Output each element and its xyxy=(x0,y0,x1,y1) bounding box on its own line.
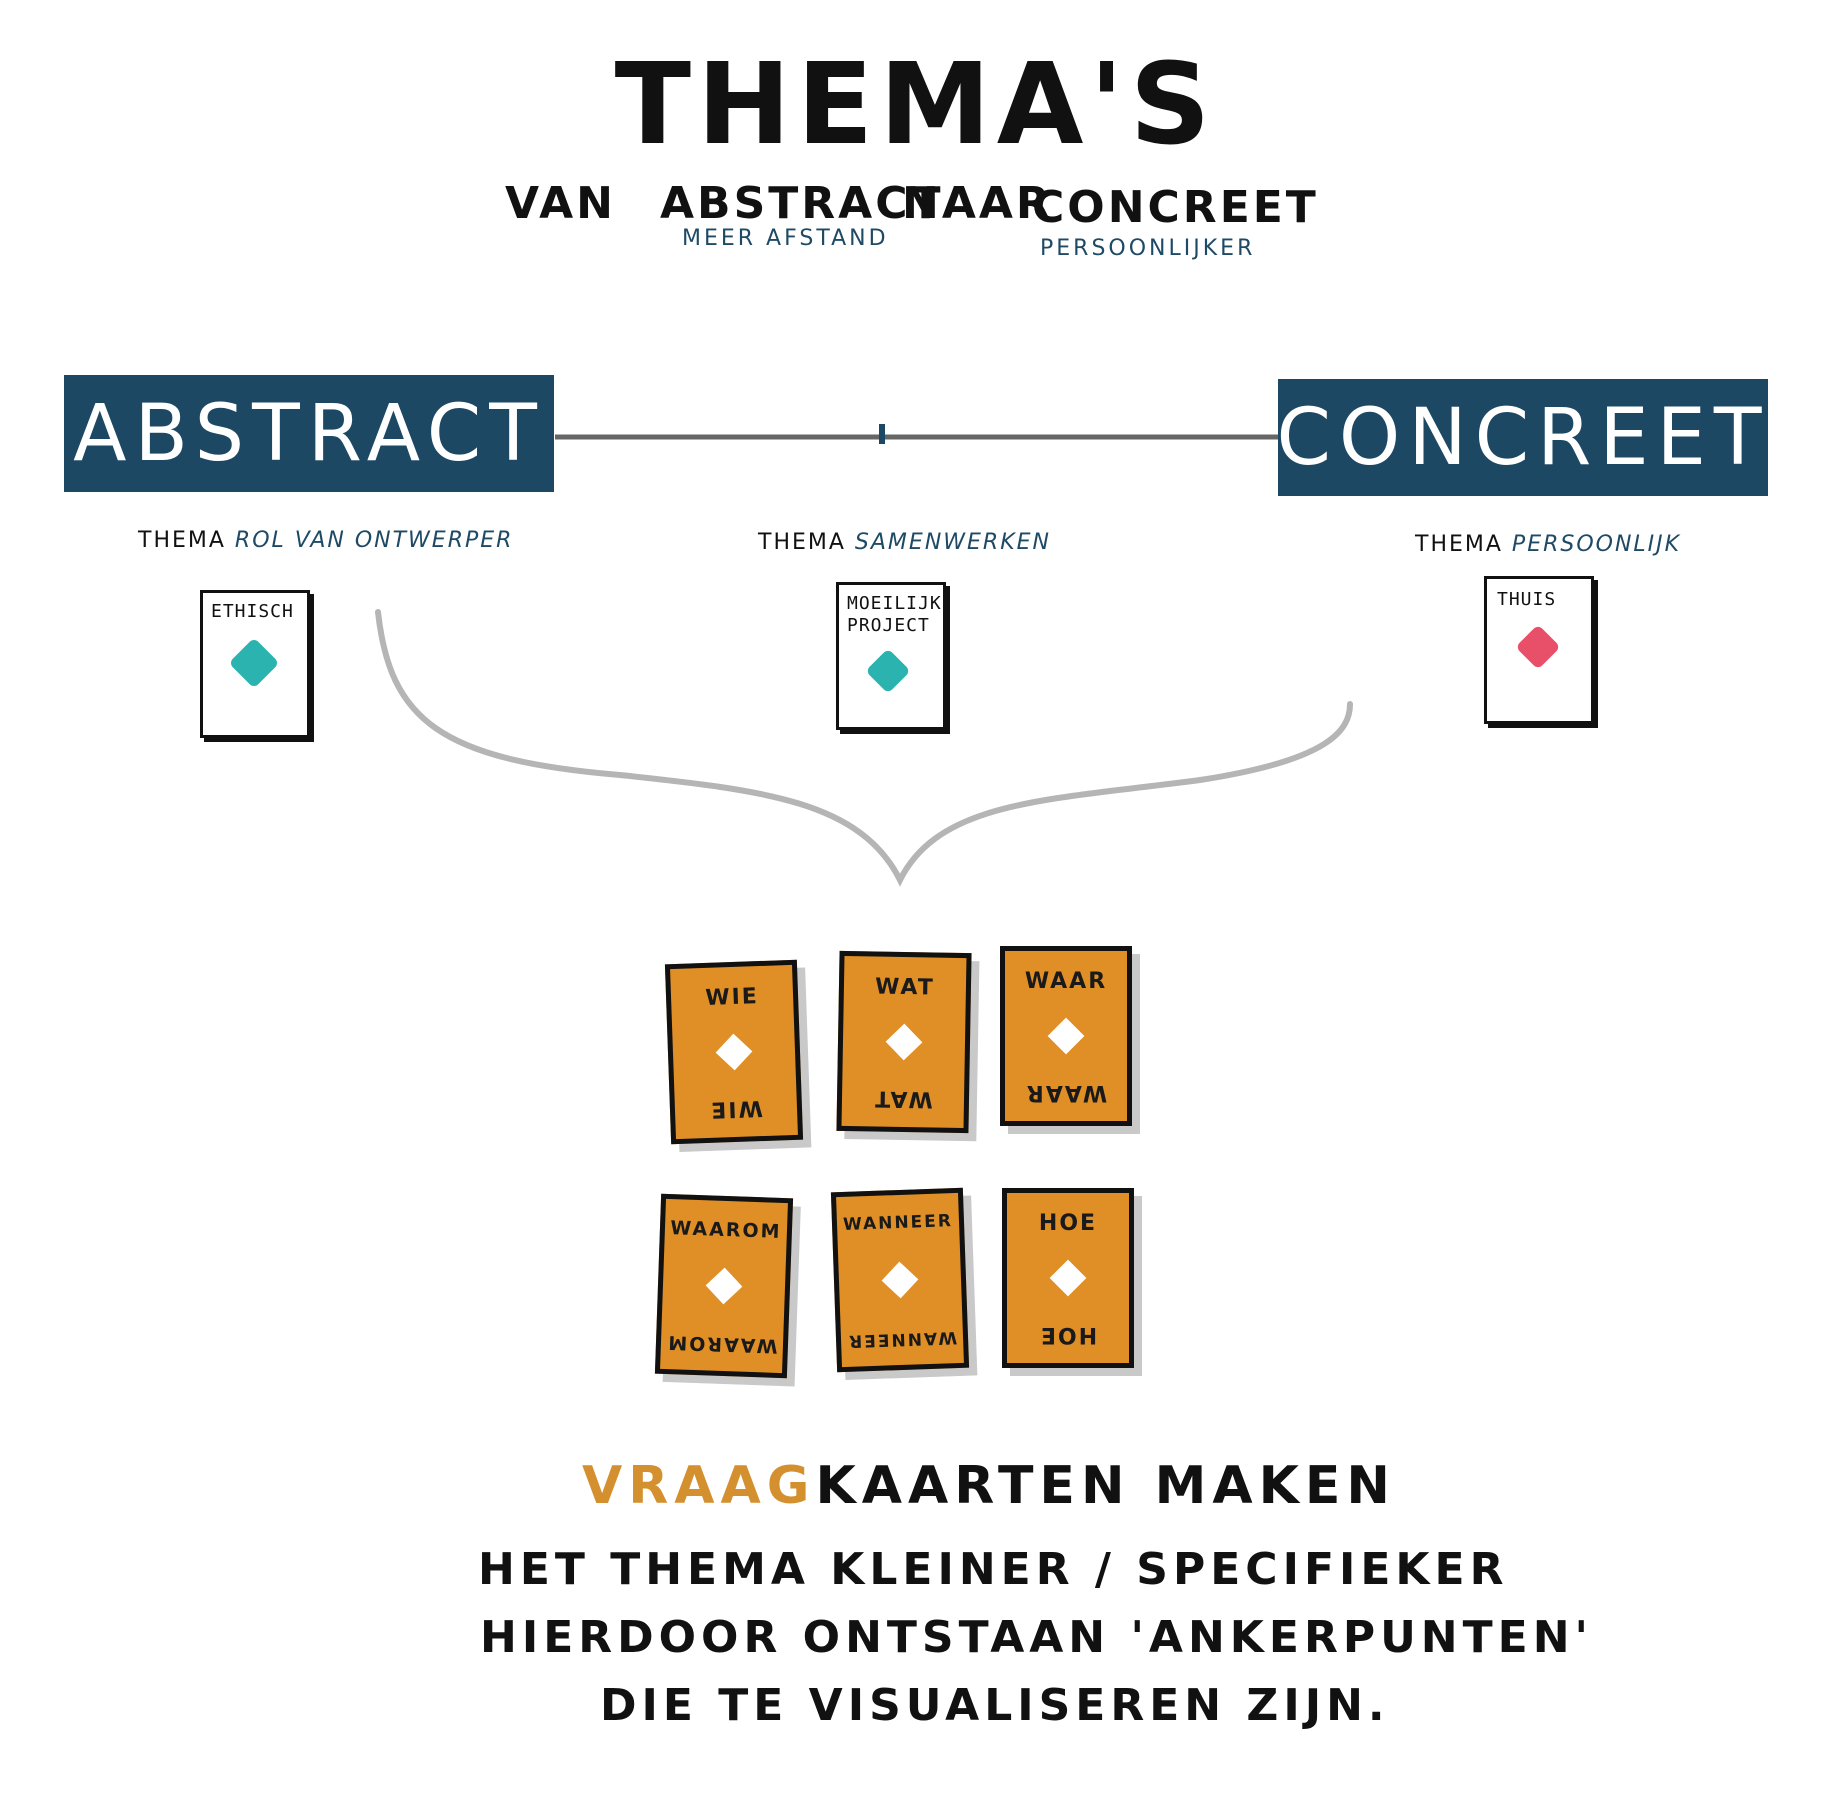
theme-prefix: THEMA xyxy=(1415,532,1503,557)
card-word-inverted: WAT xyxy=(873,1085,934,1112)
theme-card-ethisch: ETHISCH xyxy=(200,590,310,738)
diamond-icon xyxy=(885,1023,923,1061)
diamond-icon xyxy=(228,637,280,689)
card-word-inverted: WIE xyxy=(708,1095,764,1122)
card-word: WAT xyxy=(874,974,935,1001)
theme-prefix: THEMA xyxy=(138,528,226,553)
card-word: WAAROM xyxy=(669,1217,782,1243)
abstract-band: ABSTRACT xyxy=(64,375,554,492)
question-card-waar: WAAR WAAR xyxy=(1000,946,1132,1126)
theme-label-rol: THEMA ROL VAN ONTWERPER xyxy=(138,528,513,553)
card-word: WAAR xyxy=(1024,969,1108,994)
page-title: THEMA'S xyxy=(614,40,1217,170)
concreet-band: CONCREET xyxy=(1276,379,1768,496)
footer-heading-rest: KAARTEN MAKEN xyxy=(815,1456,1396,1516)
theme-label-samenwerken: THEMA SAMENWERKEN xyxy=(758,530,1051,555)
card-text-line: PROJECT xyxy=(847,615,930,636)
abstract-note: MEER AFSTAND xyxy=(682,226,889,251)
card-text: THUIS xyxy=(1497,589,1557,610)
theme-card-thuis: THUIS xyxy=(1484,576,1594,724)
question-card-wanneer: WANNEER WANNEER xyxy=(830,1187,970,1373)
subtitle-concreet: CONCREET xyxy=(1032,182,1319,233)
subtitle-abstract: ABSTRACT xyxy=(660,178,944,229)
card-word-inverted: HOE xyxy=(1038,1322,1098,1347)
theme-name: PERSOONLIJK xyxy=(1511,532,1682,557)
theme-prefix: THEMA xyxy=(758,530,846,555)
card-text-line: MOEILIJK xyxy=(847,593,942,614)
card-word: HOE xyxy=(1038,1211,1098,1236)
question-card-waarom: WAAROM WAAROM xyxy=(654,1193,794,1379)
diamond-icon xyxy=(705,1267,743,1305)
diamond-icon xyxy=(881,1261,919,1299)
grouping-brace xyxy=(375,609,1353,887)
footer-line-2: HIERDOOR ONTSTAAN 'ANKERPUNTEN' xyxy=(480,1612,1593,1663)
theme-name: SAMENWERKEN xyxy=(854,530,1051,555)
diamond-icon xyxy=(715,1033,753,1071)
footer-heading: VRAAGKAARTEN MAKEN xyxy=(582,1456,1396,1516)
theme-label-persoonlijk: THEMA PERSOONLIJK xyxy=(1415,532,1681,557)
footer-line-3: DIE TE VISUALISEREN ZIJN. xyxy=(600,1680,1390,1731)
card-text: MOEILIJK PROJECT xyxy=(847,593,942,637)
card-text: ETHISCH xyxy=(211,601,294,622)
theme-card-moeilijk-project: MOEILIJK PROJECT xyxy=(836,582,946,730)
diamond-icon xyxy=(1047,1017,1085,1055)
concreet-note: PERSOONLIJKER xyxy=(1040,236,1256,261)
diamond-icon xyxy=(1049,1259,1087,1297)
theme-name: ROL VAN ONTWERPER xyxy=(234,528,514,553)
diamond-icon xyxy=(865,648,911,694)
card-word-inverted: WAAROM xyxy=(666,1331,778,1357)
question-card-wat: WAT WAT xyxy=(836,950,972,1134)
subtitle-van: VAN xyxy=(505,178,616,229)
card-word: WIE xyxy=(704,984,760,1011)
card-word-inverted: WAAR xyxy=(1024,1080,1108,1105)
question-card-hoe: HOE HOE xyxy=(1002,1188,1134,1368)
subtitle-naar: NAAR xyxy=(902,178,1053,229)
footer-line-1: HET THEMA KLEINER / SPECIFIEKER xyxy=(478,1544,1509,1595)
card-word: WANNEER xyxy=(842,1211,954,1235)
diamond-icon xyxy=(1515,624,1561,670)
footer-heading-accent: VRAAG xyxy=(582,1456,816,1516)
card-word-inverted: WANNEER xyxy=(846,1327,958,1351)
question-card-wie: WIE WIE xyxy=(664,959,804,1145)
